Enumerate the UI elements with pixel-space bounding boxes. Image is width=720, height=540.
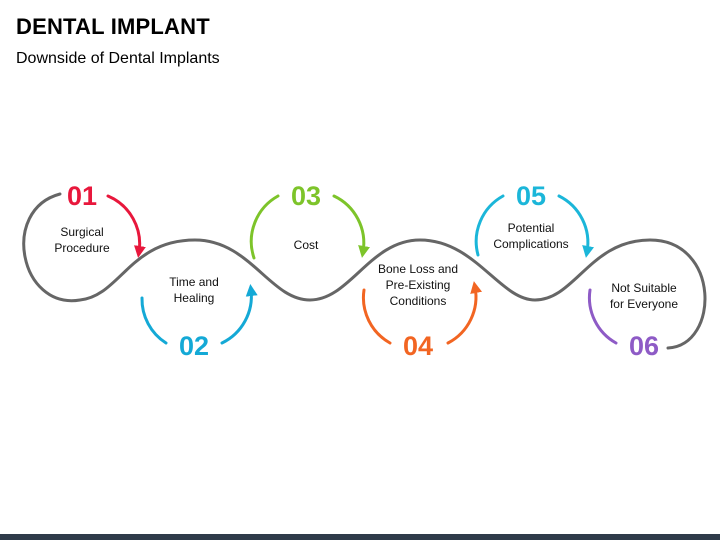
step-06-number: 06	[629, 331, 659, 361]
step-06: 06 Not Suitable for Everyone	[587, 281, 678, 361]
step-02-number: 02	[179, 331, 209, 361]
step-06-label: Not Suitable	[611, 281, 677, 295]
step-05-number: 05	[516, 181, 546, 211]
step-01-arc	[106, 194, 146, 258]
step-05-label: Complications	[493, 237, 568, 251]
step-04-number: 04	[403, 331, 433, 361]
page-title: DENTAL IMPLANT	[16, 14, 210, 39]
step-02-arc	[220, 284, 258, 345]
step-04-arc	[446, 281, 483, 345]
step-01-label: Surgical	[60, 225, 103, 239]
step-04-label: Conditions	[390, 294, 447, 308]
step-03-number: 03	[291, 181, 321, 211]
step-06-arc	[587, 288, 618, 345]
step-03-label: Cost	[294, 238, 319, 252]
wave-connector	[22, 192, 707, 350]
step-03-arc	[332, 194, 370, 258]
footer-bar	[0, 534, 720, 540]
step-05-label: Potential	[508, 221, 555, 235]
step-06-label: for Everyone	[610, 297, 678, 311]
step-04-label: Bone Loss and	[378, 262, 458, 276]
step-02-label: Time and	[169, 275, 219, 289]
step-05-arc	[557, 194, 594, 258]
step-04-label: Pre-Existing	[386, 278, 451, 292]
page-subtitle: Downside of Dental Implants	[16, 50, 220, 67]
step-02-label: Healing	[174, 291, 215, 305]
step-03-arc	[249, 194, 280, 260]
step-01-number: 01	[67, 181, 97, 211]
step-01-label: Procedure	[54, 241, 110, 255]
step-02-arc	[140, 296, 168, 345]
step-05-arc	[474, 194, 505, 257]
step-04-arc	[361, 288, 392, 345]
